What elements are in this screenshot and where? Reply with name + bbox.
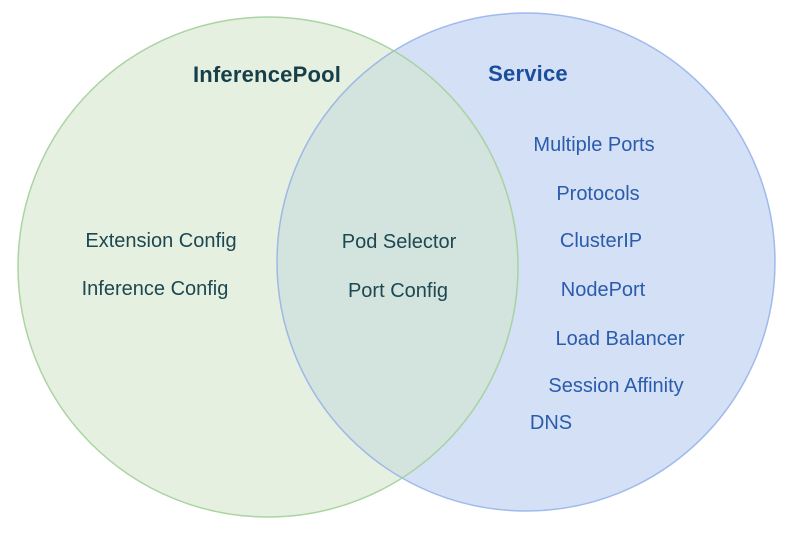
service-title: Service — [488, 61, 568, 86]
label-inference-config: Inference Config — [81, 278, 229, 300]
label-extension-config: Extension Config — [85, 230, 237, 252]
label-load-balancer: Load Balancer — [555, 328, 685, 350]
label-protocols: Protocols — [556, 183, 640, 205]
label-clusterip: ClusterIP — [559, 230, 643, 252]
label-pod-selector: Pod Selector — [341, 231, 457, 253]
label-nodeport: NodePort — [560, 279, 646, 301]
label-multiple-ports: Multiple Ports — [533, 134, 655, 156]
label-dns: DNS — [529, 412, 573, 434]
label-session-affinity: Session Affinity — [548, 375, 684, 397]
inference-pool-circle — [18, 17, 518, 517]
inference-pool-title: InferencePool — [192, 62, 342, 87]
label-port-config: Port Config — [347, 280, 449, 302]
